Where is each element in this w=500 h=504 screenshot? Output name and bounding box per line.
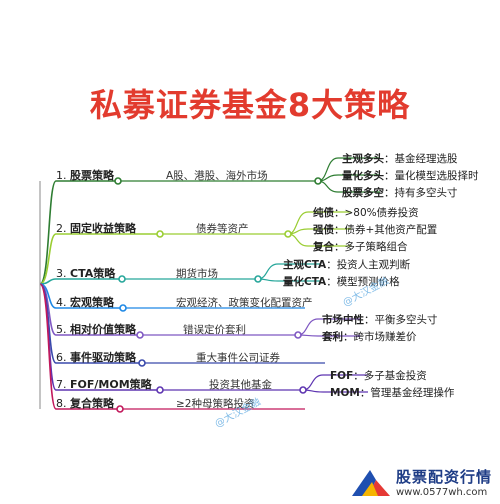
strategy-5-node	[136, 331, 144, 339]
strategy-2-node	[156, 230, 164, 238]
strategy-8-market: ≥2种母策略投资	[176, 398, 255, 410]
strategy-3-branch-node	[254, 275, 262, 283]
strategy-4-node	[119, 304, 127, 312]
strategy-5-market: 错误定价套利	[183, 324, 246, 336]
strategy-1-sub-1: 主观多头：基金经理选股	[342, 153, 458, 165]
strategy-1-label: 1. 股票策略	[56, 169, 114, 182]
strategy-6-node	[138, 359, 146, 367]
strategy-5-sub-1: 市场中性：平衡多空头寸	[322, 314, 438, 326]
strategy-4-market: 宏观经济、政策变化配置资产	[176, 297, 313, 309]
strategy-2-label: 2. 固定收益策略	[56, 222, 136, 235]
strategy-7-label: 7. FOF/MOM策略	[56, 378, 152, 391]
connector-root-to-strategy-8	[39, 283, 57, 410]
strategy-3-sub-1: 主观CTA：投资人主观判断	[283, 259, 411, 271]
strategy-7-market: 投资其他基金	[209, 379, 272, 391]
strategy-4-label: 4. 宏观策略	[56, 296, 114, 309]
strategy-5-label: 5. 相对价值策略	[56, 323, 136, 336]
strategy-1-node	[114, 177, 122, 185]
strategy-8-node	[116, 405, 124, 413]
strategy-3-market: 期货市场	[176, 268, 218, 280]
strategy-7-branch-node	[299, 386, 307, 394]
strategy-1-sub-2: 量化多头：量化模型选股择时	[342, 170, 479, 182]
strategy-5-branch-node	[294, 331, 302, 339]
page-title: 私募证券基金8大策略	[89, 86, 411, 124]
strategy-1-market: A股、港股、海外市场	[166, 170, 268, 182]
strategy-2-market: 债券等资产	[196, 223, 249, 235]
strategy-7-node	[156, 386, 164, 394]
brand-site: www.0577wh.com	[395, 487, 488, 498]
strategy-3-label: 3. CTA策略	[56, 267, 116, 280]
brand-name: 股票配资行情	[395, 468, 492, 486]
strategy-6-label: 6. 事件驱动策略	[56, 351, 136, 364]
strategy-1-sub-3: 股票多空：持有多空头寸	[342, 187, 458, 199]
strategy-8-label: 8. 复合策略	[56, 397, 114, 410]
strategy-2-branch-node	[284, 230, 292, 238]
strategy-2-sub-1: 纯债：>80%债券投资	[313, 207, 419, 219]
strategy-6-market: 重大事件公司证券	[196, 352, 280, 364]
strategy-5-sub-2: 套利：跨市场赚差价	[322, 331, 417, 343]
connector-root-to-strategy-1	[39, 180, 57, 285]
strategy-3-node	[118, 275, 126, 283]
strategy-2-sub-2: 强债：债券+其他资产配置	[313, 224, 438, 236]
strategy-2-sub-3: 复合：多子策略组合	[313, 241, 408, 253]
brand-footer: 股票配资行情 www.0577wh.com	[351, 466, 492, 498]
connector-root-to-strategy-2	[39, 233, 57, 285]
strategy-1-branch-node	[314, 177, 322, 185]
brand-logo-icon	[351, 470, 390, 496]
strategy-3-sub-2: 量化CTA：模型预测价格	[283, 276, 400, 288]
strategy-7-sub-1: FOF：多子基金投资	[330, 370, 427, 382]
strategy-7-sub-2: MOM：管理基金经理操作	[330, 387, 455, 399]
